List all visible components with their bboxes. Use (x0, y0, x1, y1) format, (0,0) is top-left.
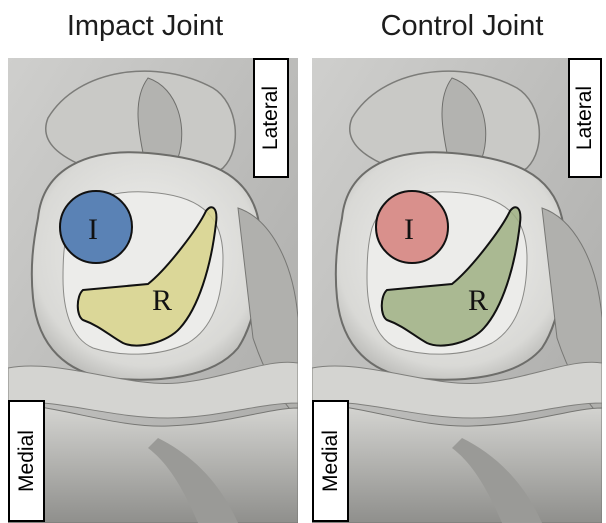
impact-region-letter: I (88, 213, 98, 246)
knee-illustration: R I (312, 58, 602, 523)
lateral-label-box: Lateral (568, 58, 602, 178)
remote-region-letter: R (468, 284, 488, 317)
lateral-label: Lateral (259, 86, 283, 150)
control-joint-panel: R I Lateral Medial (312, 58, 602, 523)
medial-label: Medial (15, 430, 39, 492)
medial-label: Medial (319, 430, 343, 492)
impact-joint-panel: R I Lateral Medial (8, 58, 298, 523)
medial-label-box: Medial (312, 400, 349, 522)
control-joint-title: Control Joint (327, 10, 597, 43)
lateral-label: Lateral (573, 86, 597, 150)
impact-region-letter: I (404, 213, 414, 246)
lateral-label-box: Lateral (253, 58, 289, 178)
remote-region-letter: R (152, 284, 172, 317)
medial-label-box: Medial (8, 400, 45, 522)
impact-joint-title: Impact Joint (20, 10, 270, 43)
